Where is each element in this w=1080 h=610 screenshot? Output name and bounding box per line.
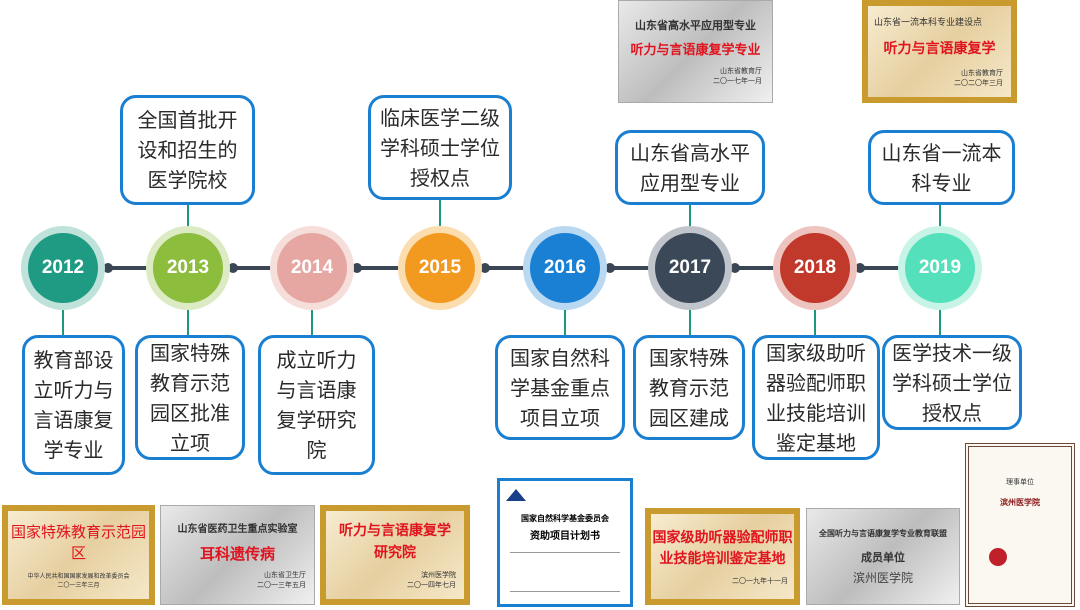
milestone-box-bottom: 国家级助听器验配师职业技能培训鉴定基地 bbox=[752, 335, 880, 460]
plaque-main: 国家级助听器验配师职业技能培训鉴定基地 bbox=[652, 529, 793, 567]
year-label: 2015 bbox=[405, 233, 475, 303]
year-node: 2012 bbox=[21, 226, 105, 310]
milestone-box-bottom: 医学技术一级学科硕士学位授权点 bbox=[882, 335, 1022, 430]
plaque-date: 二〇一九年十一月 bbox=[732, 576, 788, 585]
box-connector bbox=[439, 200, 441, 226]
milestone-box-top: 全国首批开设和招生的医学院校 bbox=[120, 95, 255, 205]
box-connector bbox=[689, 205, 691, 226]
connector-dot bbox=[480, 263, 490, 273]
connector-dot bbox=[855, 263, 865, 273]
plaque-title: 全国听力与言语康复学专业教育联盟 bbox=[819, 527, 947, 538]
year-node: 2015 bbox=[398, 226, 482, 310]
plaque-title: 山东省高水平应用型专业 bbox=[635, 19, 756, 32]
document-form-lines bbox=[510, 552, 620, 592]
year-label: 2012 bbox=[28, 233, 98, 303]
year-label: 2014 bbox=[277, 233, 347, 303]
box-connector bbox=[564, 310, 566, 335]
plaque-date: 二〇一七年一月 bbox=[713, 77, 762, 85]
plaque-issuer: 滨州医学院 bbox=[421, 571, 456, 579]
plaque-issuer: 山东省教育厅 bbox=[961, 69, 1003, 77]
year-node: 2014 bbox=[270, 226, 354, 310]
box-connector bbox=[939, 310, 941, 335]
connector-dot bbox=[730, 263, 740, 273]
year-label: 2017 bbox=[655, 233, 725, 303]
milestone-box-bottom: 教育部设立听力与言语康复学专业 bbox=[22, 335, 125, 475]
plaque-first-class-major: 山东省一流本科专业建设点 听力与言语康复学 山东省教育厅 二〇二〇年三月 bbox=[862, 0, 1017, 103]
milestone-box-top: 临床医学二级学科硕士学位授权点 bbox=[368, 95, 512, 200]
box-connector bbox=[62, 310, 64, 335]
milestone-box-bottom: 国家特殊教育示范园区批准立项 bbox=[135, 335, 245, 460]
plaque-main: 听力与言语康复学专业 bbox=[630, 43, 761, 58]
timeline-connector bbox=[103, 266, 148, 270]
year-label: 2016 bbox=[530, 233, 600, 303]
milestone-box-bottom: 国家自然科学基金重点项目立项 bbox=[495, 335, 625, 440]
milestone-box-bottom: 成立听力与言语康复学研究院 bbox=[258, 335, 375, 475]
year-node: 2013 bbox=[146, 226, 230, 310]
timeline-connector bbox=[855, 266, 900, 270]
plaque-main: 滨州医学院 bbox=[852, 570, 913, 585]
connector-dot bbox=[605, 263, 615, 273]
milestone-box-bottom: 国家特殊教育示范园区建成 bbox=[633, 335, 745, 440]
connector-dot bbox=[352, 263, 362, 273]
plaque-date: 二〇二〇年三月 bbox=[954, 79, 1003, 87]
plaque-issuer: 中华人民共和国国家发展和改革委员会 bbox=[27, 573, 130, 580]
plaque-hearing-aid-base: 国家级助听器验配师职业技能培训鉴定基地 二〇一九年十一月 bbox=[645, 508, 800, 605]
certificate-title: 理事单位 bbox=[1006, 478, 1034, 486]
plaque-main: 国家特殊教育示范园区 bbox=[10, 523, 146, 562]
year-label: 2019 bbox=[905, 233, 975, 303]
year-node: 2016 bbox=[523, 226, 607, 310]
plaque-main: 听力与言语康复学研究院 bbox=[339, 523, 451, 561]
year-node: 2017 bbox=[648, 226, 732, 310]
plaque-main: 耳科遗传病 bbox=[199, 545, 275, 563]
connector-dot bbox=[228, 263, 238, 273]
timeline-connector bbox=[730, 266, 775, 270]
year-label: 2013 bbox=[153, 233, 223, 303]
milestone-box-top: 山东省高水平应用型专业 bbox=[615, 130, 765, 205]
plaque-high-level-major: 山东省高水平应用型专业 听力与言语康复学专业 山东省教育厅 二〇一七年一月 bbox=[618, 0, 773, 103]
timeline-connector bbox=[228, 266, 272, 270]
plaque-research-institute: 听力与言语康复学研究院 滨州医学院 二〇一四年七月 bbox=[320, 505, 470, 605]
milestone-box-top: 山东省一流本科专业 bbox=[868, 130, 1015, 205]
plaque-date: 二〇一三年五月 bbox=[257, 581, 306, 589]
plaque-date: 二〇一四年七月 bbox=[407, 581, 456, 589]
box-connector bbox=[814, 310, 816, 335]
timeline-connector bbox=[480, 266, 525, 270]
plaque-date: 二〇一三年三月 bbox=[57, 582, 100, 589]
box-connector bbox=[939, 205, 941, 226]
plaque-issuer: 山东省卫生厅 bbox=[264, 571, 306, 579]
seal-icon bbox=[989, 548, 1007, 566]
plaque-issuer: 山东省教育厅 bbox=[720, 67, 762, 75]
box-connector bbox=[187, 310, 189, 335]
document-org: 国家自然科学基金委员会 bbox=[521, 513, 609, 523]
timeline-connector bbox=[352, 266, 400, 270]
box-connector bbox=[187, 205, 189, 226]
certificate: 理事单位 滨州医学院 bbox=[965, 443, 1075, 607]
box-connector bbox=[311, 310, 313, 335]
plaque-key-lab: 山东省医药卫生重点实验室 耳科遗传病 山东省卫生厅 二〇一三年五月 bbox=[160, 505, 315, 605]
plaque-title: 山东省医药卫生重点实验室 bbox=[177, 524, 298, 535]
plaque-title: 山东省一流本科专业建设点 bbox=[874, 18, 983, 28]
plaque-sub: 成员单位 bbox=[861, 550, 905, 564]
box-connector bbox=[689, 310, 691, 335]
year-node: 2018 bbox=[773, 226, 857, 310]
plaque-main: 听力与言语康复学 bbox=[883, 41, 996, 57]
nsfc-logo-icon bbox=[506, 489, 526, 501]
plaque-special-education-park: 国家特殊教育示范园区 中华人民共和国国家发展和改革委员会 二〇一三年三月 bbox=[2, 505, 155, 605]
timeline-connector bbox=[605, 266, 650, 270]
plaque-education-alliance: 全国听力与言语康复学专业教育联盟 成员单位 滨州医学院 bbox=[806, 508, 960, 605]
certificate-main: 滨州医学院 bbox=[1000, 497, 1040, 507]
year-label: 2018 bbox=[780, 233, 850, 303]
year-node: 2019 bbox=[898, 226, 982, 310]
document-title: 资助项目计划书 bbox=[530, 531, 600, 542]
connector-dot bbox=[103, 263, 113, 273]
nsfc-document: 国家自然科学基金委员会 资助项目计划书 bbox=[497, 478, 633, 607]
